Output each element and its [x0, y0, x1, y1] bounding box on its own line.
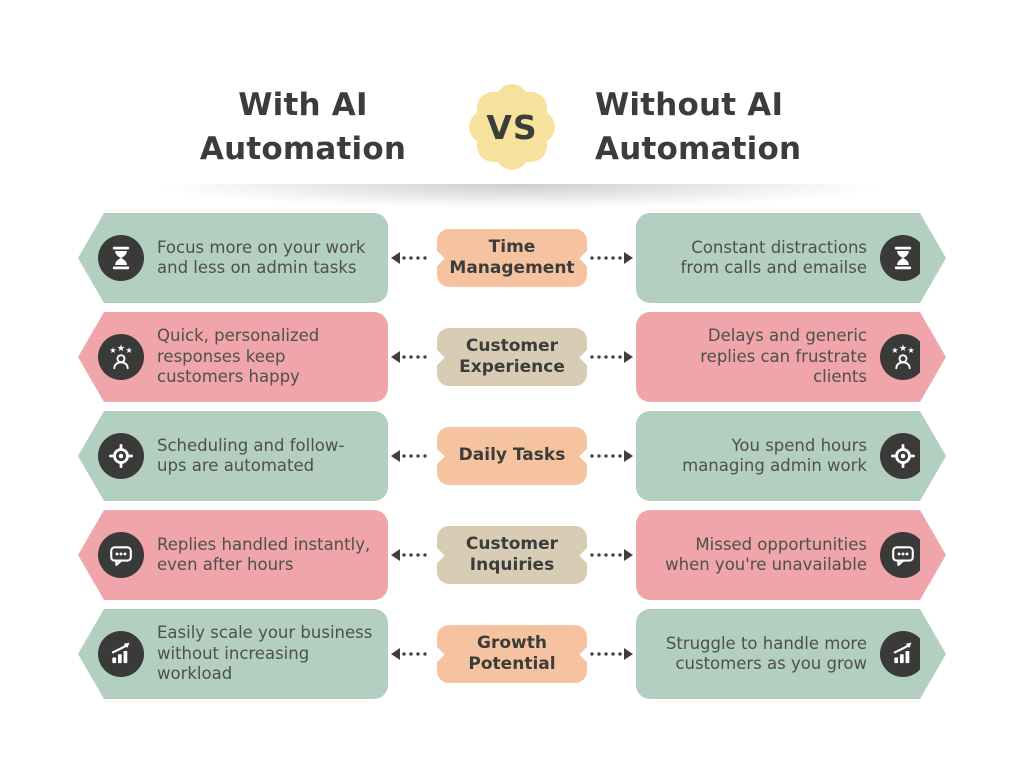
arrowhead-left-icon: [391, 450, 400, 462]
arrowhead-right-icon: [624, 351, 633, 363]
arrowhead-right-icon: [624, 450, 633, 462]
without-ai-text: Struggle to handle more customers as you…: [665, 633, 867, 673]
category-text: Time Management: [449, 236, 575, 278]
without-ai-card: Delays and generic replies can frustrate…: [636, 312, 946, 402]
with-ai-card: Easily scale your business without incre…: [78, 609, 388, 699]
with-ai-text: Replies handled instantly, even after ho…: [157, 534, 371, 574]
without-ai-card: You spend hours managing admin work: [636, 411, 946, 501]
card-body: Easily scale your business without incre…: [98, 609, 388, 699]
left-dotted-arrow: [388, 549, 437, 561]
arrowhead-left-icon: [391, 252, 400, 264]
growth-chart-icon: [98, 631, 144, 677]
right-dotted-arrow: [587, 252, 636, 264]
right-dotted-arrow: [587, 351, 636, 363]
right-dotted-arrow: [587, 549, 636, 561]
arrowhead-right-icon: [624, 252, 633, 264]
category-label: Daily Tasks: [437, 427, 587, 485]
card-point: [920, 312, 946, 402]
dotted-line: [590, 454, 622, 458]
dotted-line: [590, 256, 622, 260]
card-point: [920, 213, 946, 303]
arrowhead-left-icon: [391, 549, 400, 561]
comparison-row: Quick, personalized responses keep custo…: [78, 312, 946, 402]
card-body: Quick, personalized responses keep custo…: [98, 312, 388, 402]
dotted-line: [402, 553, 434, 557]
left-dotted-arrow: [388, 648, 437, 660]
category-text: Growth Potential: [468, 632, 556, 674]
card-body: Replies handled instantly, even after ho…: [98, 510, 388, 600]
card-body: Constant distractions from calls and ema…: [636, 213, 926, 303]
with-ai-card: Focus more on your work and less on admi…: [78, 213, 388, 303]
left-dotted-arrow: [388, 351, 437, 363]
dotted-line: [590, 553, 622, 557]
category-label: Growth Potential: [437, 625, 587, 683]
vs-label: VS: [486, 107, 538, 147]
target-icon: [880, 433, 926, 479]
dotted-line: [590, 652, 622, 656]
dotted-line: [590, 355, 622, 359]
customer-satisfaction-icon: [98, 334, 144, 380]
card-point: [920, 609, 946, 699]
without-ai-card: Struggle to handle more customers as you…: [636, 609, 946, 699]
left-dotted-arrow: [388, 450, 437, 462]
without-ai-text: You spend hours managing admin work: [682, 435, 867, 475]
comparison-rows: Focus more on your work and less on admi…: [78, 213, 946, 708]
card-point: [920, 411, 946, 501]
arrowhead-left-icon: [391, 351, 400, 363]
right-dotted-arrow: [587, 648, 636, 660]
category-label: Customer Inquiries: [437, 526, 587, 584]
with-ai-card: Replies handled instantly, even after ho…: [78, 510, 388, 600]
without-ai-text: Missed opportunities when you're unavail…: [665, 534, 867, 574]
with-ai-text: Easily scale your business without incre…: [157, 623, 373, 684]
right-dotted-arrow: [587, 450, 636, 462]
category-label: Time Management: [437, 229, 587, 287]
category-text: Customer Experience: [459, 335, 565, 377]
hourglass-icon: [98, 235, 144, 281]
arrowhead-right-icon: [624, 648, 633, 660]
arrowhead-left-icon: [391, 648, 400, 660]
dotted-line: [402, 652, 434, 656]
dotted-line: [402, 454, 434, 458]
card-body: You spend hours managing admin work: [636, 411, 926, 501]
with-ai-card: Scheduling and follow-ups are automated: [78, 411, 388, 501]
without-ai-text: Constant distractions from calls and ema…: [680, 237, 867, 277]
target-icon: [98, 433, 144, 479]
dotted-line: [402, 256, 434, 260]
with-ai-title: With AI Automation: [199, 86, 407, 167]
hourglass-icon: [880, 235, 926, 281]
growth-chart-icon: [880, 631, 926, 677]
vs-badge: VS: [462, 77, 562, 177]
with-ai-text: Quick, personalized responses keep custo…: [157, 326, 320, 387]
with-ai-card: Quick, personalized responses keep custo…: [78, 312, 388, 402]
left-dotted-arrow: [388, 252, 437, 264]
dotted-line: [402, 355, 434, 359]
card-body: Missed opportunities when you're unavail…: [636, 510, 926, 600]
card-point: [920, 510, 946, 600]
header: With AI Automation VS Without AI Automat…: [0, 74, 1024, 180]
header-shadow-divider: [140, 184, 900, 210]
with-ai-text: Scheduling and follow-ups are automated: [157, 435, 345, 475]
without-ai-card: Constant distractions from calls and ema…: [636, 213, 946, 303]
card-body: Scheduling and follow-ups are automated: [98, 411, 388, 501]
customer-satisfaction-icon: [880, 334, 926, 380]
with-ai-text: Focus more on your work and less on admi…: [157, 237, 366, 277]
chat-bubble-icon: [880, 532, 926, 578]
card-body: Struggle to handle more customers as you…: [636, 609, 926, 699]
category-text: Customer Inquiries: [465, 533, 559, 575]
card-body: Focus more on your work and less on admi…: [98, 213, 388, 303]
category-label: Customer Experience: [437, 328, 587, 386]
comparison-row: Replies handled instantly, even after ho…: [78, 510, 946, 600]
without-ai-title: Without AI Automation: [595, 86, 802, 167]
comparison-row: Focus more on your work and less on admi…: [78, 213, 946, 303]
comparison-row: Scheduling and follow-ups are automated …: [78, 411, 946, 501]
comparison-row: Easily scale your business without incre…: [78, 609, 946, 699]
without-ai-text: Delays and generic replies can frustrate…: [700, 326, 867, 387]
card-body: Delays and generic replies can frustrate…: [636, 312, 926, 402]
arrowhead-right-icon: [624, 549, 633, 561]
chat-bubble-icon: [98, 532, 144, 578]
category-text: Daily Tasks: [458, 445, 566, 466]
without-ai-card: Missed opportunities when you're unavail…: [636, 510, 946, 600]
